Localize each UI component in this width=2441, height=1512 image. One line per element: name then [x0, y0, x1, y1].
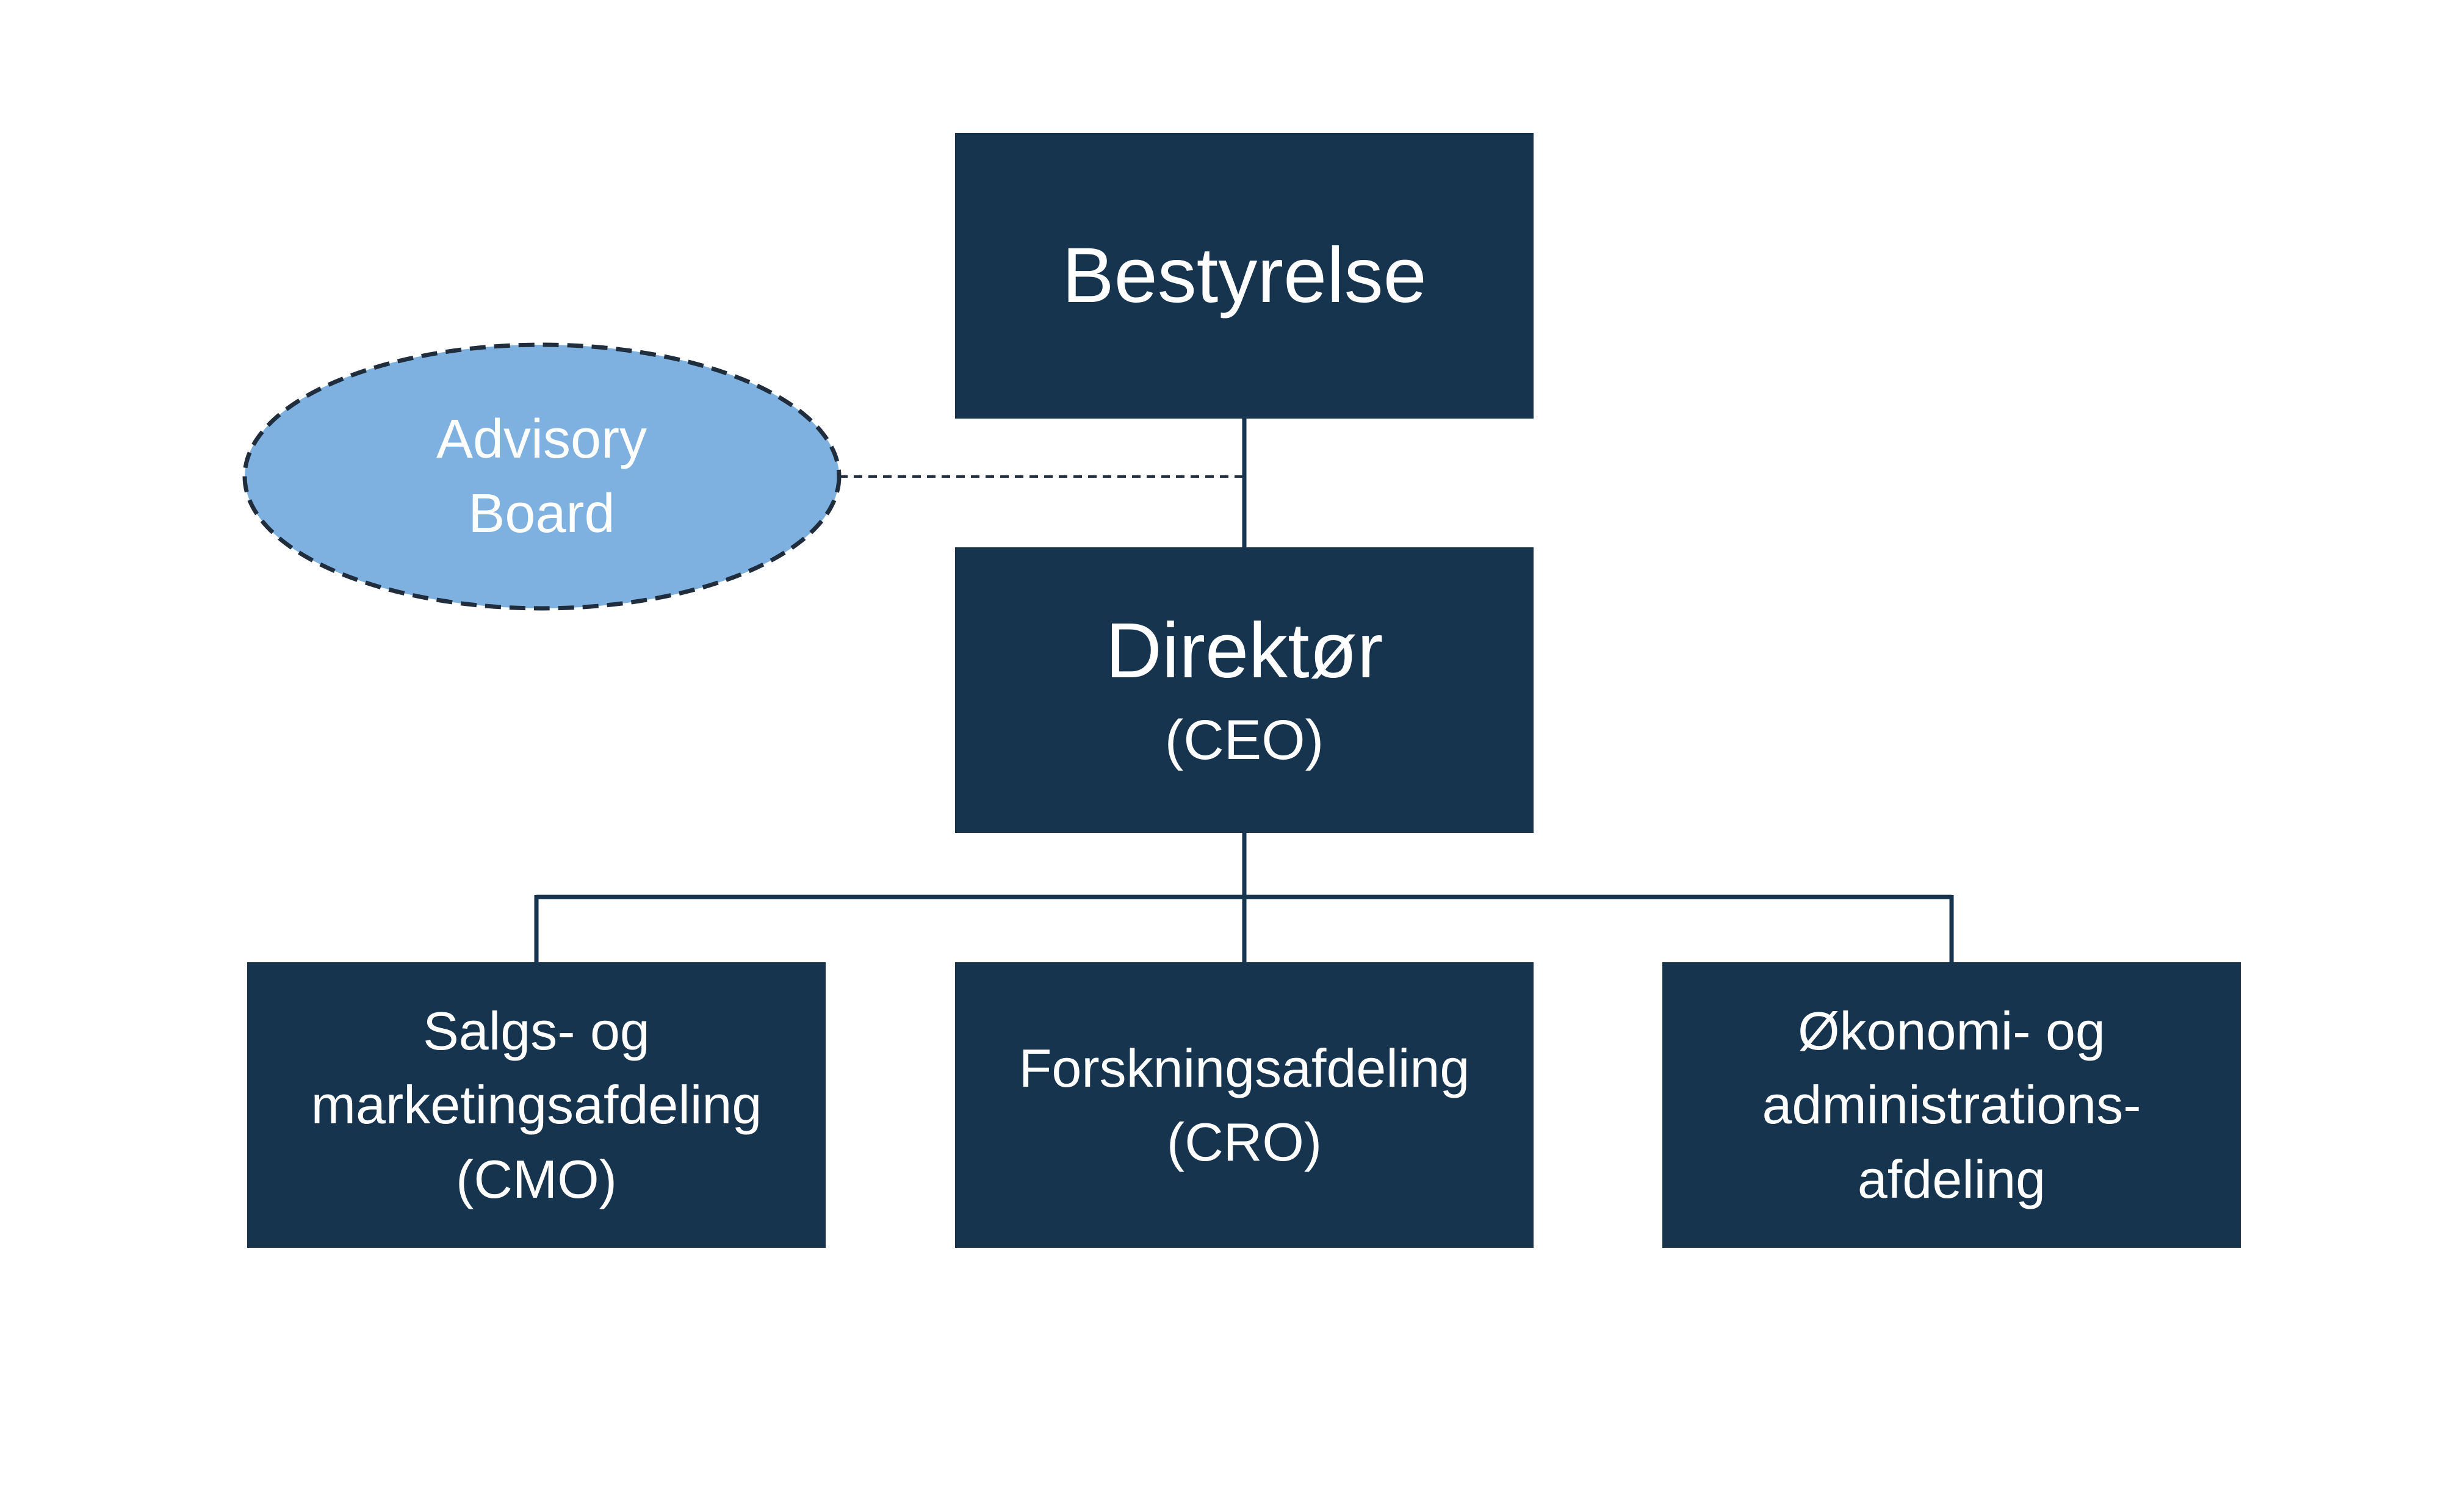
cro-line-1: Forskningsafdeling [1019, 1037, 1470, 1098]
advisory-board-label: Advisory Board [244, 345, 839, 608]
board-box: Bestyrelse [955, 133, 1534, 419]
cmo-line-3: (CMO) [456, 1148, 617, 1209]
cmo-line-1: Salgs- og [423, 1000, 650, 1061]
ceo-title: Direktør [1105, 607, 1383, 695]
advisory-line-1: Advisory [436, 408, 647, 470]
advisory-line-2: Board [468, 483, 615, 544]
board-title: Bestyrelse [1062, 232, 1427, 320]
ceo-box: Direktør (CEO) [955, 547, 1534, 833]
cmo-line-2: marketingsafdeling [311, 1075, 762, 1136]
ceo-subtitle: (CEO) [1164, 709, 1324, 772]
admin-line-2: administrations- [1762, 1075, 2141, 1136]
cro-line-2: (CRO) [1166, 1112, 1322, 1172]
cmo-box: Salgs- og marketingsafdeling (CMO) [247, 962, 826, 1248]
cro-box: Forskningsafdeling (CRO) [955, 962, 1534, 1248]
admin-line-1: Økonomi- og [1798, 1000, 2105, 1061]
admin-box: Økonomi- og administrations- afdeling [1662, 962, 2241, 1248]
admin-line-3: afdeling [1857, 1148, 2046, 1209]
